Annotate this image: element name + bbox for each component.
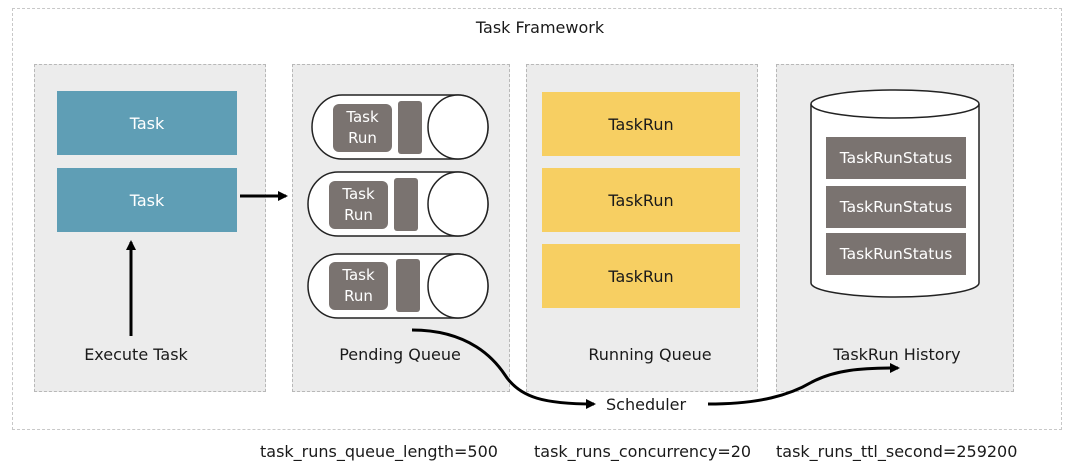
task-box: Task xyxy=(57,168,237,232)
running-taskrun-box: TaskRun xyxy=(542,244,740,308)
scheduler-label: Scheduler xyxy=(600,395,693,414)
running-taskrun-box: TaskRun xyxy=(542,92,740,156)
framework-title: Task Framework xyxy=(475,18,605,37)
running-queue-label: Running Queue xyxy=(588,345,712,364)
queue-length-param: task_runs_queue_length=500 xyxy=(260,442,498,461)
taskrun-status-box: TaskRunStatus xyxy=(826,186,966,228)
pending-taskrun-label: Task Run xyxy=(333,104,392,152)
taskrun-status-box: TaskRunStatus xyxy=(826,137,966,179)
scheduler-inbound-arrow xyxy=(411,328,596,409)
running-taskrun-box: TaskRun xyxy=(542,168,740,232)
execute-task-label: Execute Task xyxy=(84,345,188,364)
ttl-param: task_runs_ttl_second=259200 xyxy=(776,442,1018,461)
task-box: Task xyxy=(57,91,237,155)
concurrency-param: task_runs_concurrency=20 xyxy=(534,442,752,461)
scheduler-outbound-arrow xyxy=(707,363,900,406)
pending-taskrun-label: Task Run xyxy=(329,181,388,229)
pending-queue-label: Pending Queue xyxy=(339,345,461,364)
framework-container xyxy=(12,8,1062,430)
taskrun-status-box: TaskRunStatus xyxy=(826,233,966,275)
taskrun-history-label: TaskRun History xyxy=(833,345,961,364)
pending-taskrun-label: Task Run xyxy=(329,262,388,310)
